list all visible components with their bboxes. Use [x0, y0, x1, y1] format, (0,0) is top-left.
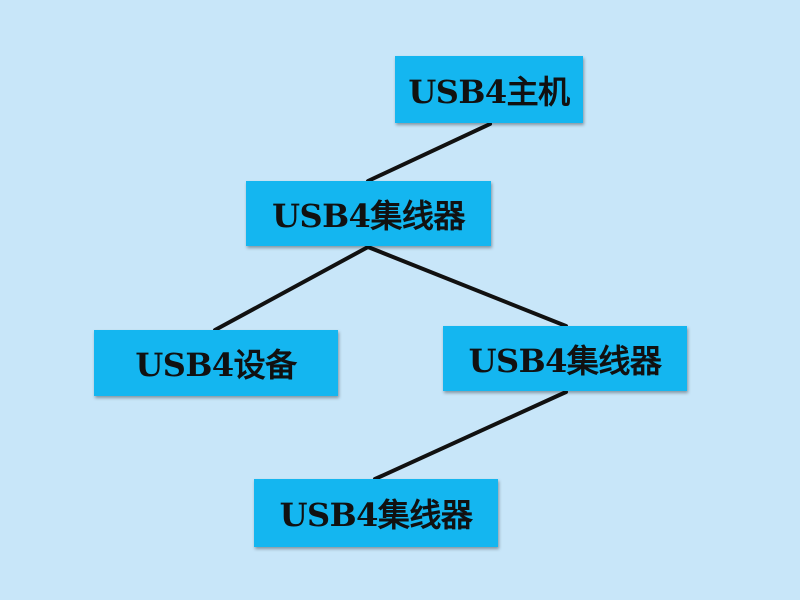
- usb4-hub-label: USB4集线器: [272, 196, 465, 235]
- usb4-host-node: USB4主机: [395, 56, 583, 123]
- usb4-device-label: USB4设备: [135, 346, 297, 384]
- usb4-host-label: USB4主机: [408, 72, 570, 111]
- link-host-hub-1: [366, 122, 492, 183]
- usb4-hub-node-level-2: USB4集线器: [443, 326, 687, 391]
- link-hub-1-device: [213, 245, 370, 332]
- usb4-device-node: USB4设备: [94, 330, 338, 396]
- usb4-hub-label: USB4集线器: [468, 341, 662, 380]
- link-hub-1-hub-2: [366, 245, 568, 328]
- link-hub-2-hub-3: [373, 390, 568, 481]
- usb4-hub-node-level-1: USB4集线器: [246, 181, 491, 246]
- usb4-hub-node-level-3: USB4集线器: [254, 479, 498, 547]
- usb4-hub-label: USB4集线器: [279, 496, 473, 534]
